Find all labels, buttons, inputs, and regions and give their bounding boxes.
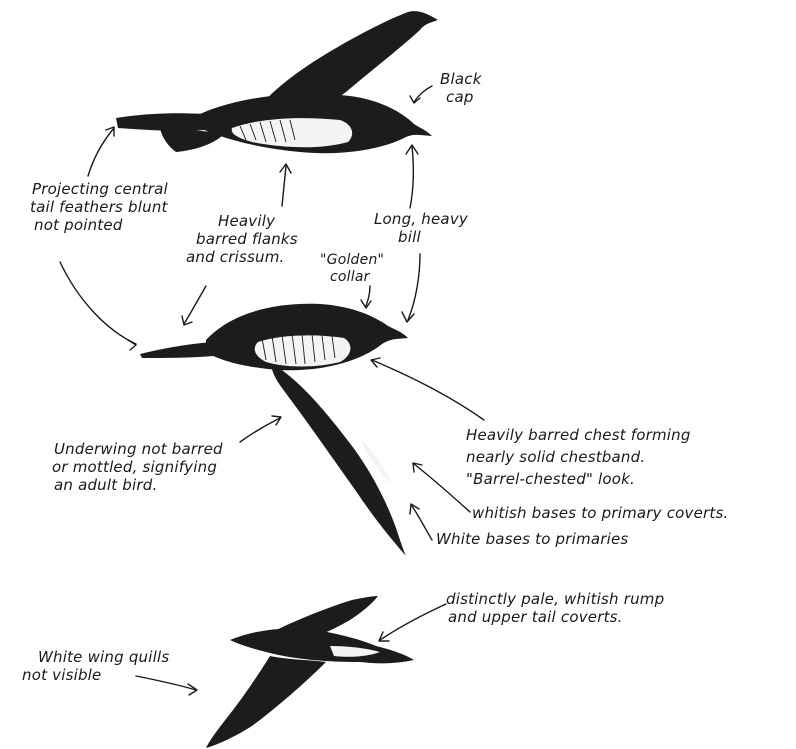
arrow-flanks-up [282, 166, 286, 206]
label-rump: distinctly pale, whitish rump and upper … [446, 590, 664, 626]
arrow-tail-top-head [106, 127, 114, 136]
pointer-lines [60, 86, 484, 695]
label-wing-quills: White wing quills not visible [22, 648, 169, 684]
label-primaries: White bases to primaries [436, 530, 628, 548]
label-heavy-bill: Long, heavy bill [374, 210, 468, 246]
label-central-tail: Projecting central tail feathers blunt n… [30, 180, 168, 234]
arrow-flanks-down [184, 286, 206, 324]
bottom-bird [206, 596, 414, 748]
middle-bird-wing [270, 362, 406, 556]
arrow-tail-top [88, 128, 114, 176]
top-bird [116, 11, 438, 153]
arrow-underwing [240, 418, 280, 442]
bottom-bird-near-wing [206, 656, 326, 748]
arrow-chest [372, 360, 484, 420]
label-underwing: Underwing not barred or mottled, signify… [52, 440, 223, 494]
arrow-primaries [412, 506, 432, 540]
label-chest: Heavily barred chest forming nearly soli… [466, 424, 691, 490]
label-black-cap: Black cap [440, 70, 482, 106]
arrow-bill-up [410, 146, 413, 208]
middle-bird-tail [140, 342, 214, 358]
arrow-tail-bottom [60, 262, 136, 344]
label-primary-coverts: whitish bases to primary coverts. [472, 504, 728, 522]
arrow-flanks-down-head [182, 316, 192, 325]
label-golden-collar: "Golden" collar [320, 252, 384, 286]
label-barred-flanks: Heavily barred flanks and crissum. [186, 212, 298, 266]
arrow-bill-down [408, 254, 420, 320]
arrow-coverts [414, 464, 470, 512]
arrow-bill-down-head [402, 312, 414, 322]
arrow-rump [380, 604, 446, 640]
bottom-bird-body [230, 628, 414, 663]
arrow-black-cap [414, 86, 432, 102]
middle-bird [140, 304, 408, 556]
